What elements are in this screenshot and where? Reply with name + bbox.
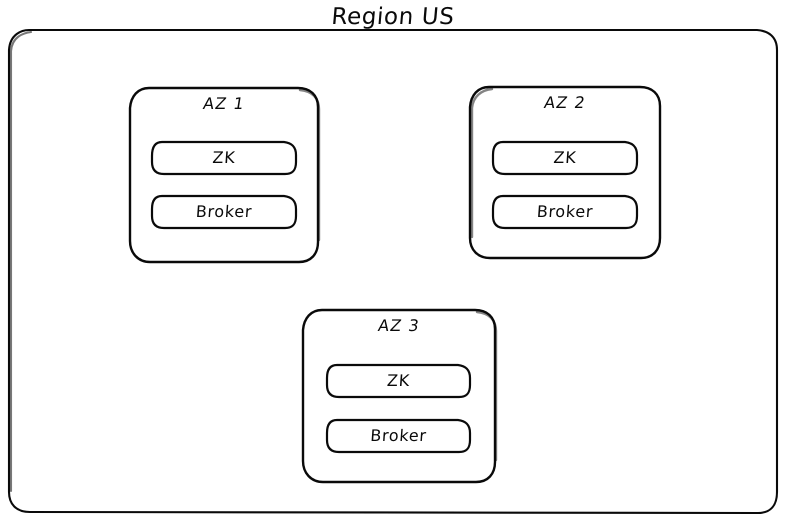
az-3-title: AZ 3 [376,316,422,335]
az-1-node-zk-shape [150,140,298,176]
az-3-node-broker-shape [325,418,472,454]
az-1-node-broker-shape [150,194,298,230]
region-container-shape [7,28,779,515]
az-3-node-zk-shape [325,363,472,399]
region-title: Region US [330,4,456,30]
az-1-title: AZ 1 [201,94,247,113]
az-1-node-broker-label: Broker [195,202,253,221]
az-3-node-broker-label: Broker [369,426,428,445]
az-2-title: AZ 2 [542,93,588,112]
az-3-container-shape [301,308,498,484]
az-3-node-zk-label: ZK [386,371,411,390]
az-2-node-broker-shape [491,194,639,230]
az-2-node-broker-label: Broker [536,202,594,221]
az-2-node-zk-shape [491,140,639,176]
az-1-container-shape [128,86,321,264]
az-2-node-zk-label: ZK [552,148,578,167]
az-2-container-shape [468,85,662,260]
az-1-node-zk-label: ZK [211,148,237,167]
